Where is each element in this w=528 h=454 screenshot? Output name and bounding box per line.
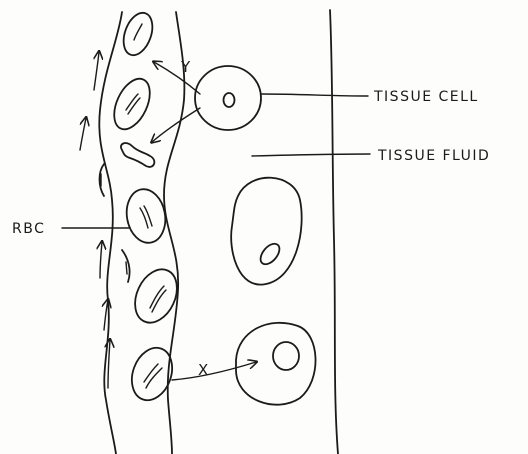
label-x: X bbox=[198, 361, 208, 379]
flow-arrow-4 bbox=[104, 300, 108, 330]
flow-arrow-1 bbox=[94, 52, 99, 90]
tissue-boundary-line bbox=[330, 10, 338, 454]
arrow-y-up bbox=[154, 62, 200, 94]
rbc-partial-1 bbox=[100, 164, 105, 196]
leader-tissue-fluid bbox=[252, 154, 370, 156]
rbc-1 bbox=[118, 9, 157, 59]
tissue-cell-top bbox=[195, 66, 261, 130]
arrows-x: X bbox=[172, 361, 256, 380]
flow-arrow-5 bbox=[108, 340, 110, 388]
tissue-cell-middle bbox=[231, 178, 302, 285]
rbc-4 bbox=[123, 186, 170, 246]
flow-arrow-3 bbox=[100, 242, 102, 278]
label-y: Y bbox=[180, 58, 191, 76]
label-tissue-cell: TISSUE CELL bbox=[373, 89, 479, 105]
blood-flow-arrows bbox=[80, 52, 110, 388]
rbc-5 bbox=[127, 263, 185, 330]
arrows-y: Y bbox=[152, 58, 200, 142]
capillary-wall-left bbox=[99, 12, 122, 454]
rbc-3-dumbbell bbox=[121, 143, 154, 167]
arrow-x bbox=[172, 362, 256, 380]
rbc-partial-2 bbox=[122, 250, 130, 282]
rbc-2 bbox=[107, 73, 157, 135]
leader-tissue-cell bbox=[262, 94, 368, 96]
label-rbc: RBC bbox=[12, 221, 45, 237]
flow-arrow-2 bbox=[80, 118, 86, 150]
label-tissue-fluid: TISSUE FLUID bbox=[377, 148, 490, 164]
